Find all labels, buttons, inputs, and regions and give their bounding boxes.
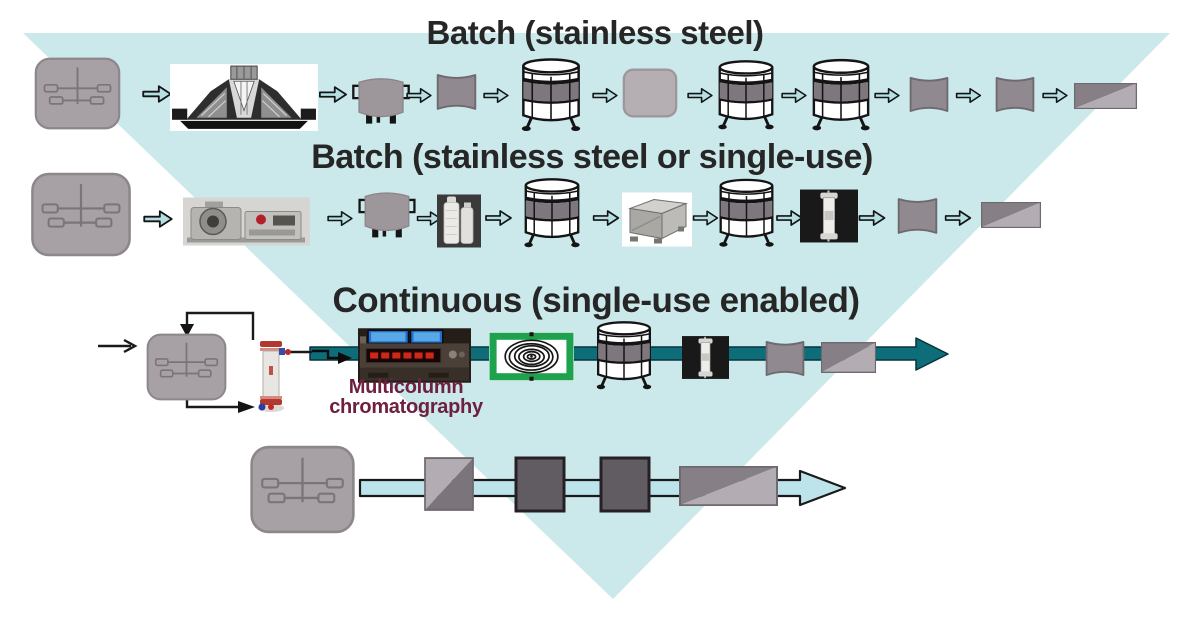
filter-unit-icon [981, 202, 1041, 228]
hold-vessel-icon [622, 68, 678, 118]
bioreactor-icon [34, 57, 121, 130]
stainless-tote-photo [622, 192, 692, 247]
filter-unit-icon [424, 457, 474, 511]
row1-title: Batch (stainless steel) [426, 14, 764, 51]
drum-tank-icon [520, 57, 582, 133]
membrane-column-icon [436, 74, 477, 110]
mcc-label-line2: chromatography [329, 396, 483, 418]
bioreactor-icon [250, 445, 355, 534]
filter-unit-icon [1074, 83, 1137, 109]
prepacked-column-photo [682, 335, 729, 380]
prepacked-column-photo [800, 189, 858, 243]
flow-arrow-icon [143, 210, 173, 228]
drum-tank-icon [522, 177, 582, 249]
mcc-label-line1: Multicolumn [348, 376, 464, 398]
loop-return-arrowhead [180, 324, 194, 337]
process-module-icon [514, 456, 566, 513]
row3-title: Continuous (single-use enabled) [332, 281, 860, 320]
drum-tank-icon [717, 178, 776, 249]
drum-tank-icon [716, 59, 776, 131]
cell-retention-column [258, 341, 291, 412]
filter-unit-icon [821, 342, 876, 373]
membrane-column-icon [897, 198, 938, 234]
loop-out-arrowhead [238, 401, 255, 413]
membrane-column-icon [765, 340, 805, 377]
drum-tank-icon [810, 58, 872, 132]
membrane-column-icon [995, 77, 1035, 112]
single-use-centrifuge-photo [183, 197, 310, 246]
pipe-feed-connector [312, 349, 352, 364]
multicolumn-chromatography-label: Multicolumn chromatography [295, 377, 517, 417]
bioreactor-icon [31, 172, 131, 257]
drum-tank-icon [595, 320, 653, 391]
perfusion-recycle-loop [98, 311, 312, 409]
process-module-icon [599, 456, 651, 513]
perfusion-bioreactor-icon [146, 333, 227, 401]
filter-unit-icon [679, 466, 778, 506]
membrane-column-icon [909, 77, 949, 112]
row2-title: Batch (stainless steel or single-use) [311, 138, 873, 176]
filter-cartridges-photo [437, 194, 481, 248]
disc-stack-centrifuge-photo [170, 64, 318, 131]
funnel-triangle [23, 33, 1170, 599]
coiled-flow-inverter-icon [489, 332, 574, 381]
multicolumn-chromatography-photo [358, 328, 471, 383]
